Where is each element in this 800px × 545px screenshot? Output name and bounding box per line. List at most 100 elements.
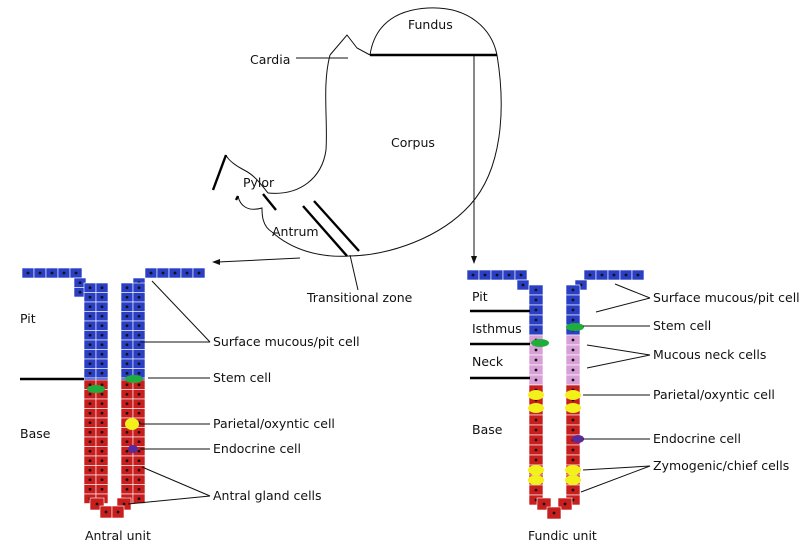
esophagus-outline bbox=[329, 34, 371, 56]
cell-nucleus bbox=[483, 273, 487, 277]
cell-nucleus bbox=[104, 510, 108, 514]
cell-nucleus bbox=[125, 402, 129, 406]
cell-nucleus bbox=[507, 273, 511, 277]
antral-stem-cell bbox=[87, 385, 105, 393]
fundic-surface-label: Surface mucous/pit cells bbox=[653, 290, 800, 305]
fundic-surface-leader-1 bbox=[614, 283, 651, 299]
cell-nucleus bbox=[137, 392, 141, 396]
cell-nucleus bbox=[125, 333, 129, 337]
cell-nucleus bbox=[116, 510, 120, 514]
antral-base-label: Base bbox=[20, 426, 51, 441]
cell-nucleus bbox=[571, 458, 575, 462]
pylor-antrum-divider bbox=[262, 193, 277, 211]
antral-gland-leader-2 bbox=[127, 495, 211, 505]
cell-nucleus bbox=[534, 298, 538, 302]
cell-nucleus bbox=[137, 440, 141, 444]
cell-nucleus bbox=[571, 308, 575, 312]
cardia-label: Cardia bbox=[250, 52, 290, 67]
cell-nucleus bbox=[88, 324, 92, 328]
cell-nucleus bbox=[122, 502, 126, 506]
cell-nucleus bbox=[534, 488, 538, 492]
duodenum-stub-lower bbox=[234, 195, 240, 201]
cell-nucleus bbox=[125, 295, 129, 299]
fundic-endocrine-cell bbox=[572, 435, 584, 443]
cell-nucleus bbox=[88, 305, 92, 309]
cell-nucleus bbox=[100, 430, 104, 434]
fundic-parietal-cell bbox=[528, 390, 544, 400]
cell-nucleus bbox=[149, 271, 153, 275]
antral-gland-label: Antral gland cells bbox=[213, 488, 322, 503]
cell-nucleus bbox=[100, 305, 104, 309]
cell-nucleus bbox=[534, 318, 538, 322]
cell-nucleus bbox=[88, 421, 92, 425]
cell-nucleus bbox=[125, 459, 129, 463]
cell-nucleus bbox=[534, 498, 538, 502]
antral-gland-leader-1 bbox=[141, 466, 211, 497]
fundic-zymogenic-label: Zymogenic/chief cells bbox=[653, 458, 789, 473]
cell-nucleus bbox=[88, 383, 92, 387]
cell-nucleus bbox=[137, 324, 141, 328]
greater-curvature bbox=[271, 54, 502, 257]
cell-nucleus bbox=[88, 411, 92, 415]
corpus-label: Corpus bbox=[391, 135, 435, 150]
cell-nucleus bbox=[571, 448, 575, 452]
fundic-parietal-cell bbox=[565, 390, 581, 400]
cell-nucleus bbox=[100, 362, 104, 366]
cell-nucleus bbox=[534, 458, 538, 462]
cell-nucleus bbox=[612, 273, 616, 277]
cell-nucleus bbox=[100, 392, 104, 396]
cell-nucleus bbox=[571, 298, 575, 302]
fundic-mucous-neck-label: Mucous neck cells bbox=[653, 347, 766, 362]
cell-nucleus bbox=[571, 338, 575, 342]
fundic-parietal-label: Parietal/oxyntic cell bbox=[653, 387, 775, 402]
cell-nucleus bbox=[125, 352, 129, 356]
cell-nucleus bbox=[100, 411, 104, 415]
fundic-mucous-neck-leader-2 bbox=[586, 354, 651, 369]
cell-nucleus bbox=[125, 371, 129, 375]
cell-nucleus bbox=[161, 271, 165, 275]
fundic-zymogenic-leader-2 bbox=[580, 465, 651, 493]
cell-nucleus bbox=[571, 488, 575, 492]
fundic-mucous-neck-leader-1 bbox=[586, 344, 651, 356]
cell-nucleus bbox=[125, 392, 129, 396]
cell-nucleus bbox=[137, 383, 141, 387]
cell-nucleus bbox=[534, 308, 538, 312]
cell-nucleus bbox=[125, 430, 129, 434]
fundic-annotations bbox=[470, 283, 651, 493]
cell-nucleus bbox=[88, 314, 92, 318]
cell-nucleus bbox=[137, 352, 141, 356]
cell-nucleus bbox=[88, 362, 92, 366]
cell-nucleus bbox=[624, 273, 628, 277]
cell-nucleus bbox=[88, 459, 92, 463]
cell-nucleus bbox=[534, 358, 538, 362]
cell-nucleus bbox=[571, 318, 575, 322]
cell-nucleus bbox=[534, 428, 538, 432]
cell-nucleus bbox=[137, 295, 141, 299]
cell-nucleus bbox=[552, 511, 556, 515]
cell-nucleus bbox=[173, 271, 177, 275]
cell-nucleus bbox=[125, 286, 129, 290]
cell-nucleus bbox=[26, 271, 30, 275]
antral-annotations bbox=[20, 280, 211, 505]
fundus-label: Fundus bbox=[408, 17, 453, 32]
cell-nucleus bbox=[534, 348, 538, 352]
cell-nucleus bbox=[100, 295, 104, 299]
cell-nucleus bbox=[100, 286, 104, 290]
stomach-outline bbox=[211, 7, 502, 257]
cell-nucleus bbox=[125, 440, 129, 444]
fundic-stem-label: Stem cell bbox=[653, 318, 711, 333]
antral-stem-cell bbox=[125, 375, 143, 383]
cell-nucleus bbox=[100, 440, 104, 444]
fundic-pit-label: Pit bbox=[472, 289, 488, 304]
cell-nucleus bbox=[78, 290, 82, 294]
cell-nucleus bbox=[137, 487, 141, 491]
transitional-zone-leader bbox=[349, 254, 359, 291]
cell-nucleus bbox=[125, 362, 129, 366]
pylor-label: Pylor bbox=[243, 175, 275, 190]
pylorus-lower-outline bbox=[237, 195, 273, 233]
cell-nucleus bbox=[88, 286, 92, 290]
cell-nucleus bbox=[100, 383, 104, 387]
cell-nucleus bbox=[88, 343, 92, 347]
